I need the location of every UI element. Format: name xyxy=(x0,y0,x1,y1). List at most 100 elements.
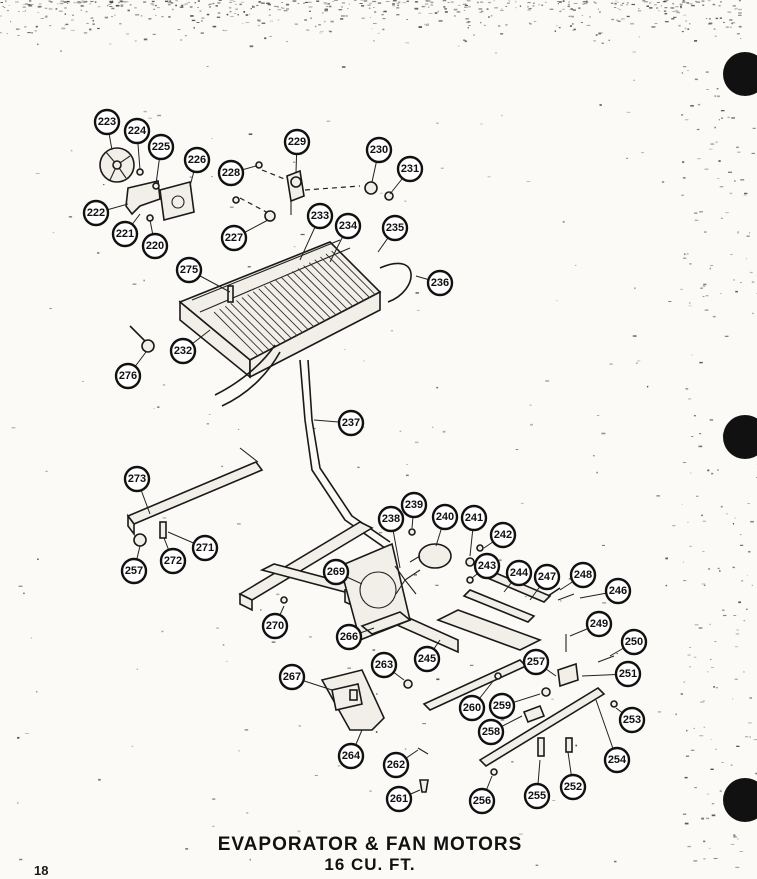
part-number: 270 xyxy=(266,620,284,632)
nut-259 xyxy=(541,687,551,697)
clip-241 xyxy=(465,557,475,567)
screw-242 xyxy=(476,544,484,552)
fan-blade-238 xyxy=(394,565,421,595)
part-callout-249: 249 xyxy=(585,610,613,638)
tube-237 xyxy=(299,359,386,549)
diagram-title: EVAPORATOR & FAN MOTORS xyxy=(217,834,523,855)
part-callout-256: 256 xyxy=(468,787,496,815)
part-number: 254 xyxy=(608,754,627,766)
part-callout-247: 247 xyxy=(533,563,561,591)
page-number: 18 xyxy=(34,863,49,878)
motor-bracket-222 xyxy=(125,180,161,216)
part-callout-255: 255 xyxy=(523,782,551,810)
part-number: 242 xyxy=(494,529,512,541)
part-callout-242: 242 xyxy=(489,521,517,549)
part-callout-264: 264 xyxy=(337,742,365,770)
part-number: 263 xyxy=(375,659,393,671)
part-callout-257: 257 xyxy=(522,648,550,676)
part-callout-237: 237 xyxy=(337,409,365,437)
bracket-251 xyxy=(557,662,579,688)
part-number: 250 xyxy=(625,636,643,648)
sensor-275 xyxy=(227,285,234,303)
part-callout-225: 225 xyxy=(147,133,175,161)
part-number: 246 xyxy=(609,585,627,597)
rail-245-top xyxy=(435,609,543,651)
part-number: 237 xyxy=(342,417,360,429)
part-callout-222: 222 xyxy=(82,199,110,227)
part-callout-260: 260 xyxy=(458,694,486,722)
part-callout-250: 250 xyxy=(620,628,648,656)
part-number: 259 xyxy=(493,700,511,712)
grommet-229 xyxy=(286,169,305,215)
part-callout-261: 261 xyxy=(385,785,413,813)
part-callout-273: 273 xyxy=(123,465,151,493)
part-callout-271: 271 xyxy=(191,534,219,562)
bolt-252 xyxy=(565,737,573,753)
part-number: 220 xyxy=(146,240,164,252)
part-callout-220: 220 xyxy=(141,232,169,260)
part-number: 251 xyxy=(619,668,637,680)
part-number: 236 xyxy=(431,277,449,289)
screw-228a xyxy=(255,161,263,169)
screw-261 xyxy=(419,779,429,793)
part-callout-236: 236 xyxy=(426,269,454,297)
binding-holes xyxy=(723,52,757,822)
dash-line-230 xyxy=(304,185,361,191)
part-callout-234: 234 xyxy=(334,212,362,240)
dash-line-227 xyxy=(239,197,271,215)
screw-263 xyxy=(403,679,413,689)
part-number: 226 xyxy=(188,154,206,166)
part-number: 248 xyxy=(574,569,592,581)
part-callout-257: 257 xyxy=(120,557,148,585)
screw-253 xyxy=(610,700,618,708)
fan-blade-223 xyxy=(99,147,135,183)
part-number: 245 xyxy=(418,653,436,665)
part-number: 230 xyxy=(370,144,388,156)
rail-244 xyxy=(462,589,536,623)
air-duct-273 xyxy=(126,447,264,537)
screw-246 xyxy=(557,593,575,601)
part-number: 273 xyxy=(128,473,146,485)
part-number: 255 xyxy=(528,790,546,802)
part-callout-269: 269 xyxy=(322,558,350,586)
part-callout-266: 266 xyxy=(335,623,363,651)
drain-tube xyxy=(214,344,276,396)
part-number: 231 xyxy=(401,163,419,175)
part-number: 260 xyxy=(463,702,481,714)
part-callout-228: 228 xyxy=(217,159,245,187)
part-number: 252 xyxy=(564,781,582,793)
part-number: 267 xyxy=(283,671,301,683)
part-callout-224: 224 xyxy=(123,117,151,145)
screw-243 xyxy=(466,576,474,584)
part-number: 253 xyxy=(623,714,641,726)
clip-227 xyxy=(264,210,276,222)
part-number: 261 xyxy=(390,793,408,805)
part-number: 269 xyxy=(327,566,345,578)
part-callout-246: 246 xyxy=(604,577,632,605)
cover-264 xyxy=(320,669,385,731)
part-number: 229 xyxy=(288,136,306,148)
motor-plate-226 xyxy=(159,180,195,222)
part-callout-227: 227 xyxy=(220,224,248,252)
part-number: 223 xyxy=(98,116,116,128)
screw-270 xyxy=(280,596,288,604)
part-number: 256 xyxy=(473,795,491,807)
part-number: 235 xyxy=(386,222,404,234)
part-callout-244: 244 xyxy=(505,559,533,587)
part-number: 257 xyxy=(125,565,143,577)
part-number: 266 xyxy=(340,631,358,643)
screws-224-225 xyxy=(136,168,160,222)
part-number: 228 xyxy=(222,167,240,179)
part-number: 232 xyxy=(174,345,192,357)
part-number: 244 xyxy=(510,567,529,579)
part-callout-229: 229 xyxy=(283,128,311,156)
part-number: 238 xyxy=(382,513,400,525)
part-number: 275 xyxy=(180,264,198,276)
nut-231 xyxy=(384,191,394,201)
part-number: 243 xyxy=(478,560,496,572)
screw-250 xyxy=(597,655,615,663)
part-number: 272 xyxy=(164,555,182,567)
part-number: 262 xyxy=(387,759,405,771)
part-callout-223: 223 xyxy=(93,108,121,136)
part-callout-262: 262 xyxy=(382,751,410,779)
